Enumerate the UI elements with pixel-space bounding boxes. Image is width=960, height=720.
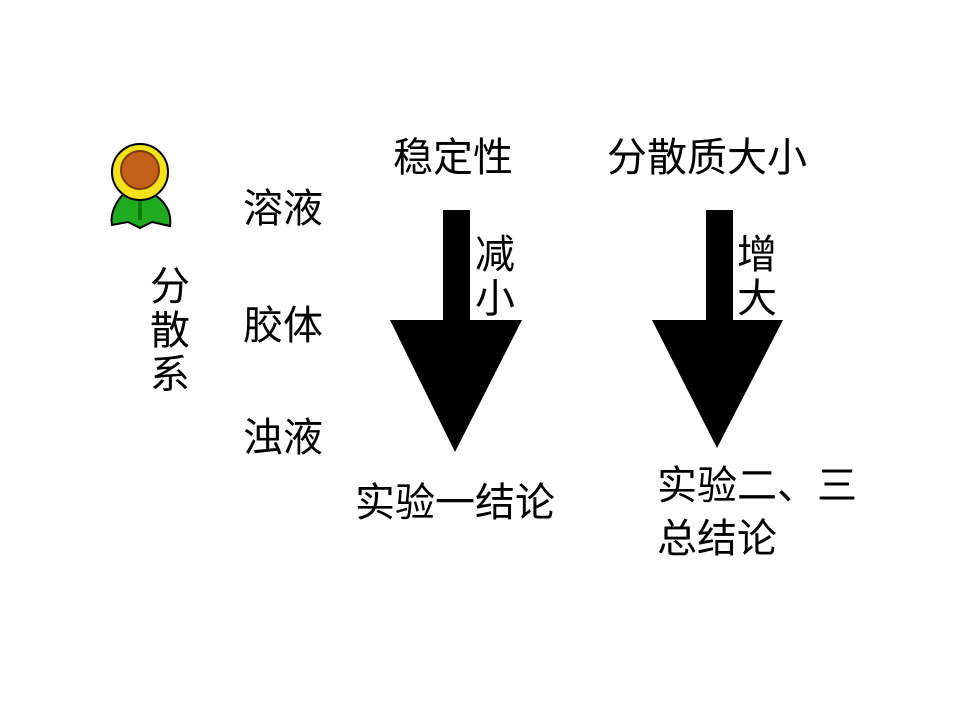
arrow-label-increase: 增大 [737, 232, 777, 322]
sunflower-icon [110, 143, 172, 230]
type-solution: 溶液 [243, 186, 323, 232]
conclusion-experiment-2-3-line1: 实验二、三 [657, 463, 857, 509]
dispersion-system-label: 分散系 [150, 264, 190, 398]
arrow-label-decrease: 减小 [475, 232, 515, 322]
particle-size-arrow [652, 210, 783, 448]
header-stability: 稳定性 [393, 135, 513, 181]
conclusion-experiment-1: 实验一结论 [355, 480, 555, 526]
conclusion-experiment-2-3-line2: 总结论 [657, 516, 777, 562]
header-particle-size: 分散质大小 [607, 135, 807, 181]
type-colloid: 胶体 [243, 303, 323, 349]
stability-arrow [390, 210, 522, 452]
type-suspension: 浊液 [243, 415, 323, 461]
